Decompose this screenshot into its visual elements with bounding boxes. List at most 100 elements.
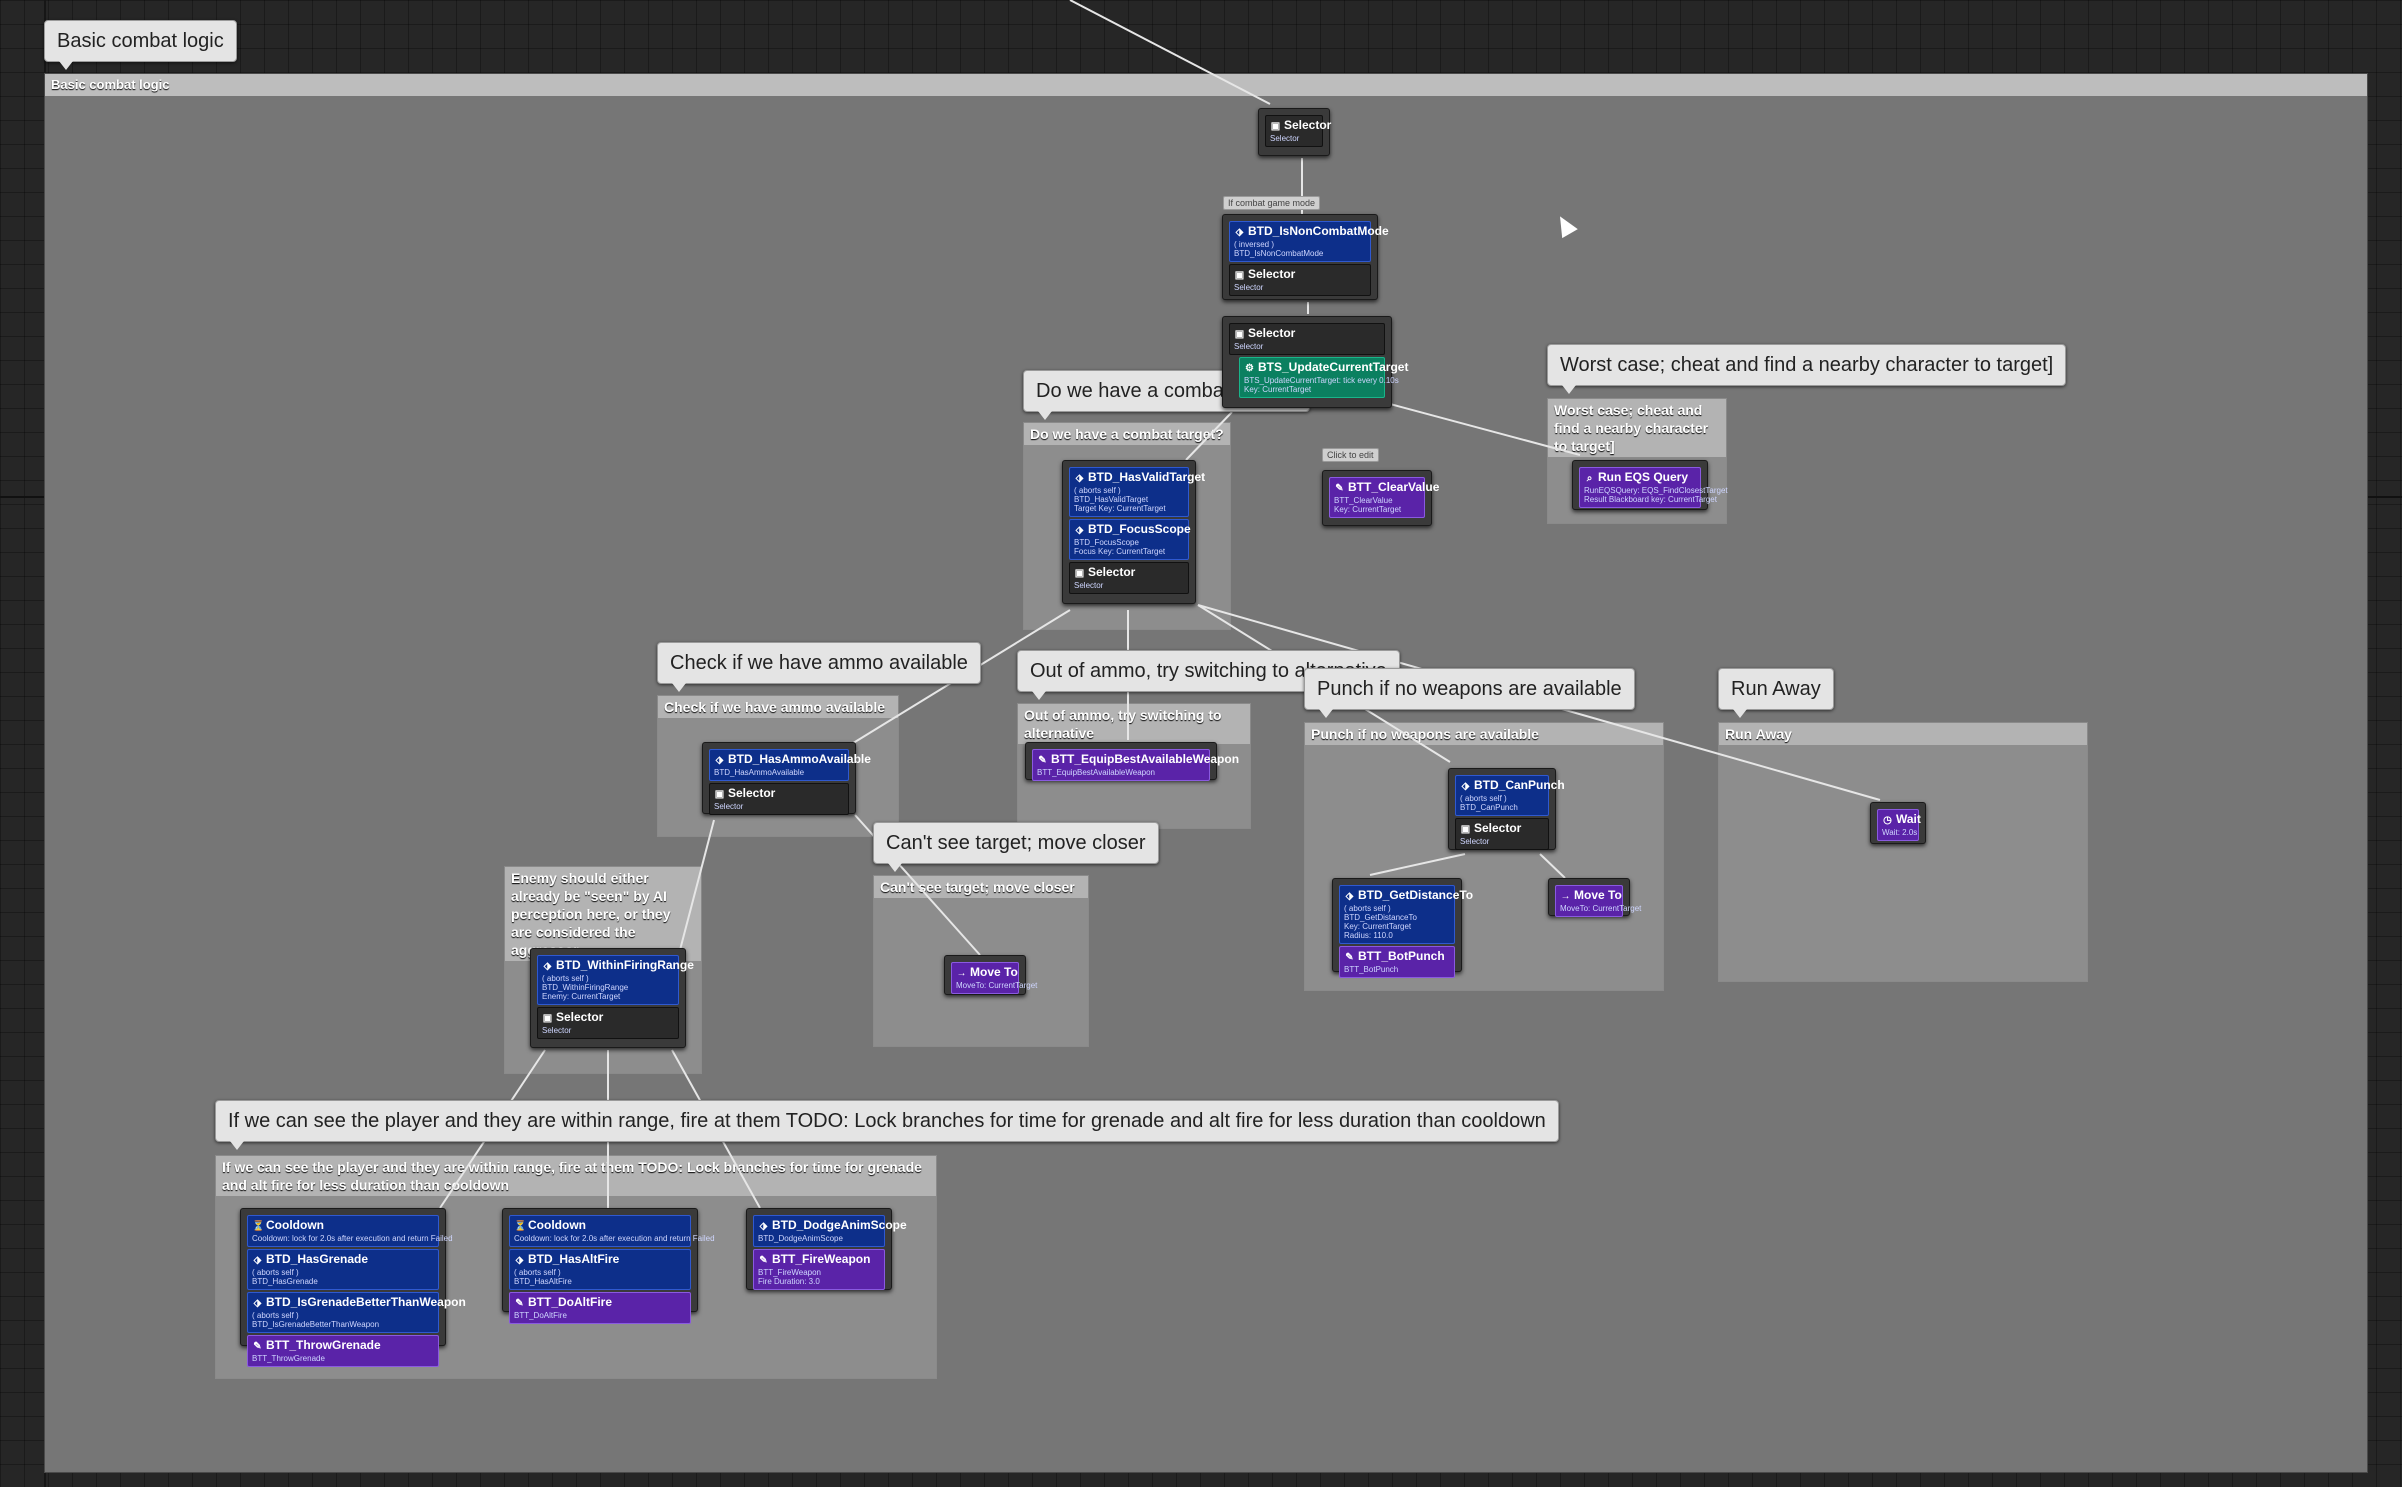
selector-block[interactable]: ▣Selector Selector (1069, 562, 1189, 594)
decorator-block[interactable]: ⬗BTD_HasAmmoAvailable BTD_HasAmmoAvailab… (709, 749, 871, 781)
selector-block[interactable]: ▣Selector Selector (1455, 818, 1549, 850)
within-range-node[interactable]: ⬗BTD_WithinFiringRange ( aborts self ) B… (530, 948, 694, 1048)
comment-bubble-fire[interactable]: If we can see the player and they are wi… (215, 1100, 1559, 1150)
decorator-block[interactable]: ⬗BTD_WithinFiringRange ( aborts self ) B… (537, 955, 694, 1005)
node-title: BTD_IsGrenadeBetterThanWeapon (266, 1295, 466, 1309)
combat-mode-tag[interactable]: If combat game mode (1223, 196, 1321, 210)
decorator-block[interactable]: ⬗BTD_GetDistanceTo ( aborts self ) BTD_G… (1339, 885, 1473, 944)
task-block[interactable]: ✎BTT_FireWeapon BTT_FireWeapon Fire Dura… (753, 1249, 885, 1290)
node-subtitle: MoveTo: CurrentTarget (956, 981, 1038, 990)
grenade-node[interactable]: ⏳Cooldown Cooldown: lock for 2.0s after … (240, 1208, 466, 1367)
decorator-icon: ⬗ (253, 1298, 262, 1309)
wire (1185, 411, 1233, 461)
node-subtitle: Wait: 2.0s (1882, 828, 1918, 837)
comment-bubble-ammo[interactable]: Check if we have ammo available (657, 642, 981, 692)
run-eqs-node[interactable]: ⌕Run EQS Query RunEQSQuery: EQS_FindClos… (1572, 460, 1728, 510)
service-block[interactable]: ⚙BTS_UpdateCurrentTarget BTS_UpdateCurre… (1239, 357, 1408, 398)
decorator-icon: ⬗ (759, 1221, 768, 1232)
comment-bubble-run-away[interactable]: Run Away (1718, 668, 1834, 718)
node-subtitle: BTD_HasValidTarget (1074, 495, 1149, 504)
click-to-edit-tag[interactable]: Click to edit (1322, 448, 1379, 462)
clear-value-node[interactable]: ✎BTT_ClearValue BTT_ClearValue Key: Curr… (1322, 470, 1439, 526)
node-subtitle: Enemy: CurrentTarget (542, 992, 621, 1001)
task-icon: ✎ (1345, 952, 1354, 963)
distance-to-node[interactable]: ⬗BTD_GetDistanceTo ( aborts self ) BTD_G… (1332, 878, 1473, 978)
node-subtitle: Fire Duration: 3.0 (758, 1277, 820, 1286)
selector-block[interactable]: ▣Selector Selector (1229, 323, 1385, 355)
node-title: BTD_WithinFiringRange (556, 958, 694, 972)
node-subtitle: BTD_HasAmmoAvailable (714, 768, 805, 777)
node-subtitle: Selector (1234, 342, 1264, 351)
combat-selector-node[interactable]: ▣Selector Selector ⚙BTS_UpdateCurrentTar… (1222, 316, 1408, 408)
decorator-icon: ⬗ (253, 1255, 262, 1266)
comment-bubble-out-of-ammo[interactable]: Out of ammo, try switching to alternativ… (1017, 650, 1400, 700)
node-title: Move To (970, 965, 1018, 979)
task-block[interactable]: ⌕Run EQS Query RunEQSQuery: EQS_FindClos… (1579, 467, 1728, 508)
wait-node[interactable]: ◷Wait Wait: 2.0s (1870, 802, 1926, 844)
comment-bubble-move-closer[interactable]: Can't see target; move closer (873, 822, 1159, 872)
decorator-block[interactable]: ⬗BTD_FocusScope BTD_FocusScope Focus Key… (1069, 519, 1191, 560)
decorator-block[interactable]: ⬗BTD_CanPunch ( aborts self ) BTD_CanPun… (1455, 775, 1565, 816)
task-block[interactable]: →Move To MoveTo: CurrentTarget (1555, 885, 1641, 917)
selector-block[interactable]: ▣Selector Selector (1265, 115, 1331, 147)
query-icon: ⌕ (1586, 473, 1593, 484)
node-subtitle: BTT_EquipBestAvailableWeapon (1037, 768, 1155, 777)
node-subtitle: BTD_GetDistanceTo (1344, 913, 1417, 922)
node-subtitle: Key: CurrentTarget (1344, 922, 1412, 931)
task-block[interactable]: ✎BTT_ThrowGrenade BTT_ThrowGrenade (247, 1335, 439, 1367)
task-block[interactable]: ✎BTT_DoAltFire BTT_DoAltFire (509, 1292, 691, 1324)
service-icon: ⚙ (1245, 363, 1254, 374)
node-title: Cooldown (528, 1218, 586, 1232)
node-title: Selector (1248, 326, 1296, 340)
has-ammo-node[interactable]: ⬗BTD_HasAmmoAvailable BTD_HasAmmoAvailab… (702, 742, 871, 815)
comment-box-run-away[interactable]: Run Away (1718, 722, 2088, 982)
node-subtitle: BTD_DodgeAnimScope (758, 1234, 843, 1243)
task-block[interactable]: ✎BTT_BotPunch BTT_BotPunch (1339, 946, 1455, 978)
node-title: BTD_GetDistanceTo (1358, 888, 1474, 902)
selector-block[interactable]: ▣Selector Selector (709, 783, 849, 815)
fire-node[interactable]: ⬗ BTD_DodgeAnimScope BTD_DodgeAnimScope ✎… (746, 1208, 907, 1290)
node-subtitle: RunEQSQuery: EQS_FindClosestTarget (1584, 486, 1728, 495)
has-valid-target-node[interactable]: ⬗BTD_HasValidTarget ( aborts self ) BTD_… (1062, 460, 1205, 604)
equip-weapon-node[interactable]: ✎BTT_EquipBestAvailableWeapon BTT_EquipB… (1025, 742, 1239, 781)
node-subtitle: BTD_FocusScope (1074, 538, 1139, 547)
node-title: Selector (728, 786, 776, 800)
comment-header: Run Away (1719, 723, 2087, 745)
move-to-punch-node[interactable]: →Move To MoveTo: CurrentTarget (1548, 878, 1641, 917)
node-subtitle: Selector (1234, 283, 1264, 292)
decorator-block[interactable]: ⬗ BTD_IsGrenadeBetterThanWeapon ( aborts … (247, 1292, 466, 1333)
node-subtitle: BTD_HasGrenade (252, 1277, 318, 1286)
node-title: BTD_HasGrenade (266, 1252, 369, 1266)
comment-bubble-punch[interactable]: Punch if no weapons are available (1304, 668, 1635, 718)
node-title: BTD_DodgeAnimScope (772, 1218, 907, 1232)
task-icon: ✎ (515, 1298, 524, 1309)
decorator-block[interactable]: ⏳Cooldown Cooldown: lock for 2.0s after … (509, 1215, 715, 1247)
selector-icon: ▣ (1234, 270, 1245, 281)
selector-block[interactable]: ▣Selector Selector (1229, 264, 1371, 296)
node-title: Selector (556, 1010, 604, 1024)
main-comment-bubble[interactable]: Basic combat logic (44, 20, 237, 70)
task-block[interactable]: ◷Wait Wait: 2.0s (1877, 809, 1921, 841)
node-title: Wait (1896, 812, 1921, 826)
root-selector-node[interactable]: ▣Selector Selector (1258, 108, 1331, 156)
decorator-block[interactable]: ⬗BTD_HasValidTarget ( aborts self ) BTD_… (1069, 467, 1205, 517)
can-punch-node[interactable]: ⬗BTD_CanPunch ( aborts self ) BTD_CanPun… (1448, 768, 1565, 850)
decorator-block[interactable]: ⬗ BTD_DodgeAnimScope BTD_DodgeAnimScope (753, 1215, 907, 1247)
comment-bubble-worst-case[interactable]: Worst case; cheat and find a nearby char… (1547, 344, 2067, 394)
selector-icon: ▣ (1270, 121, 1281, 132)
node-title: BTT_ThrowGrenade (266, 1338, 381, 1352)
decorator-block[interactable]: ⬗BTD_HasGrenade ( aborts self ) BTD_HasG… (247, 1249, 439, 1290)
task-block[interactable]: ✎BTT_ClearValue BTT_ClearValue Key: Curr… (1329, 477, 1439, 518)
task-block[interactable]: →Move To MoveTo: CurrentTarget (951, 962, 1038, 994)
move-to-closer-node[interactable]: →Move To MoveTo: CurrentTarget (944, 955, 1038, 995)
decorator-block[interactable]: ⏳Cooldown Cooldown: lock for 2.0s after … (247, 1215, 453, 1247)
decorator-block[interactable]: ⬗BTD_HasAltFire ( aborts self ) BTD_HasA… (509, 1249, 691, 1290)
node-subtitle: ( aborts self ) (252, 1311, 299, 1320)
noncombat-node[interactable]: ⬗BTD_IsNonCombatMode ( inversed ) BTD_Is… (1222, 214, 1389, 300)
altfire-node[interactable]: ⏳Cooldown Cooldown: lock for 2.0s after … (502, 1208, 715, 1324)
task-block[interactable]: ✎BTT_EquipBestAvailableWeapon BTT_EquipB… (1032, 749, 1239, 781)
decorator-block[interactable]: ⬗BTD_IsNonCombatMode ( inversed ) BTD_Is… (1229, 221, 1389, 262)
node-title: BTD_HasValidTarget (1088, 470, 1206, 484)
selector-block[interactable]: ▣Selector Selector (537, 1007, 679, 1039)
